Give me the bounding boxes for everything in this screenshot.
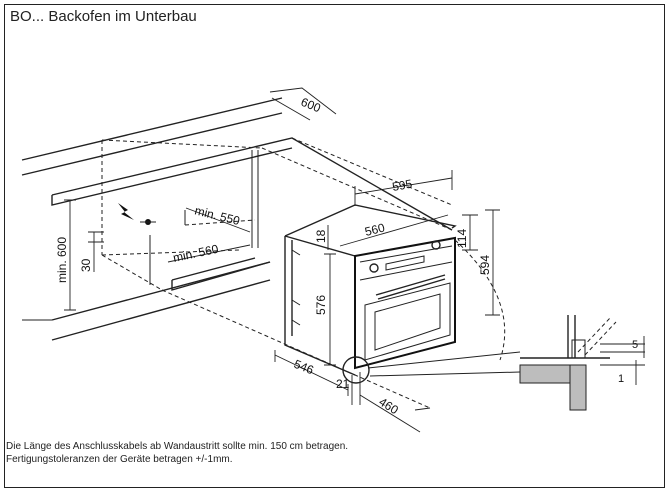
power-socket-icon [118,203,156,225]
label-oven-depth: 546 [292,357,316,378]
countertop [21,97,453,231]
label-depth-top: 600 [299,95,323,116]
dimension-depth-top: 600 [269,87,337,121]
label-niche-depth: min. 550 [193,203,241,228]
dimension-niche-height: min. 600 [55,199,76,311]
dimension-panel-top: 18 [314,225,329,250]
label-control-height: 114 [455,229,469,248]
label-oven-total-height: 594 [478,255,492,275]
page-title: BO... Backofen im Unterbau [10,8,197,25]
drawing-frame [4,4,665,488]
dimension-oven-total-width: 595 [354,170,453,206]
label-niche-height: min. 600 [55,237,69,283]
label-gap: 21 [336,377,350,391]
dimension-oven-total-height: 594 [478,209,500,316]
label-oven-total-width: 595 [391,177,413,194]
note-tolerances: Fertigungstoleranzen der Geräte betragen… [6,454,233,465]
detail-view: 5 1 [519,315,645,411]
label-front-depth: 460 [376,395,401,418]
label-socket-offset: 30 [79,258,93,272]
dimension-niche-depth: min. 550 [185,203,251,233]
dimension-oven-width: 560 [339,214,449,247]
dimension-control-height: 114 [455,214,478,251]
dimension-niche-width: min. 560 [167,242,251,265]
cabinet-base [22,257,271,341]
dimension-gap: 21 [336,372,361,405]
detail-marker [342,351,521,384]
label-detail-step: 1 [618,373,624,385]
label-oven-body-height: 576 [314,295,328,315]
cabinet-niche [101,137,453,409]
label-detail-gap: 5 [632,339,638,351]
label-niche-width: min. 560 [172,242,220,265]
label-oven-width: 560 [363,220,386,239]
dimension-oven-body-height: 576 [314,253,336,366]
dimension-socket-offset: 30 [79,231,104,272]
dimension-front-depth: 460 [359,394,431,433]
label-panel-top: 18 [314,229,328,243]
footnotes: Die Länge des Anschlusskabels ab Wandaus… [6,440,348,466]
note-cable-length: Die Länge des Anschlusskabels ab Wandaus… [6,441,349,452]
